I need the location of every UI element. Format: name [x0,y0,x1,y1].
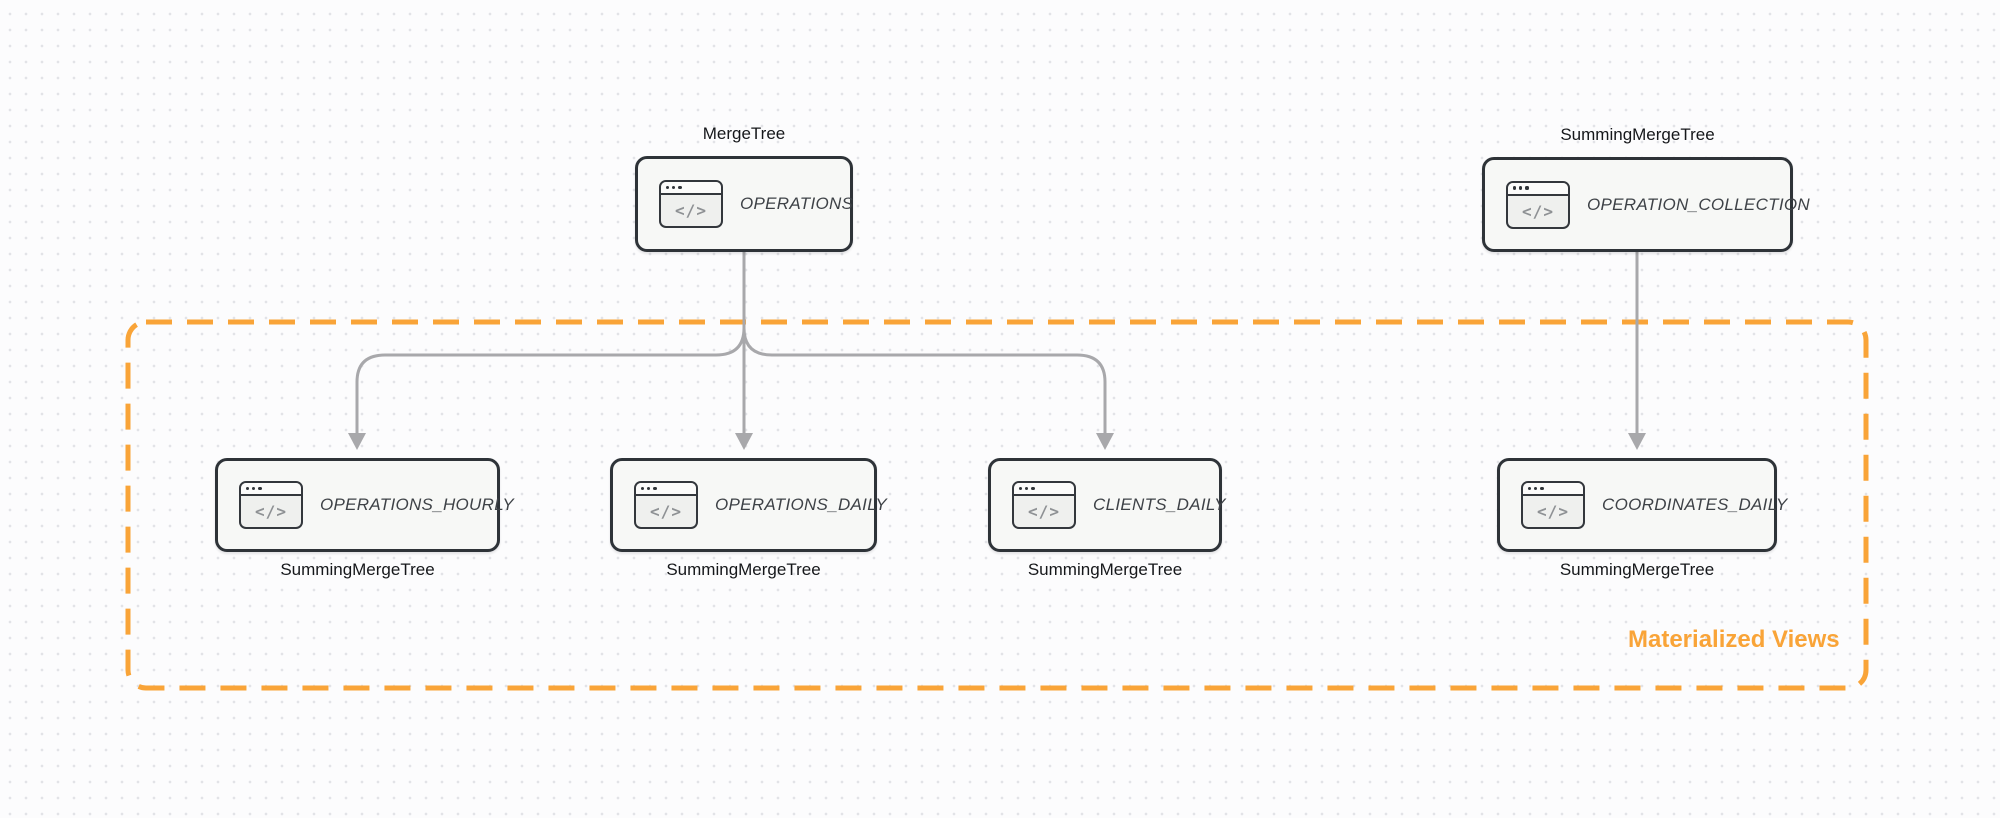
code-window-icon: </> [1012,481,1076,529]
window-titlebar [1508,182,1568,196]
window-titlebar [661,182,721,195]
edge-operations-to-clients-daily [742,326,1107,437]
code-glyph: </> [675,201,707,220]
code-glyph: </> [1537,502,1569,521]
window-dot-icon [252,486,256,491]
window-dot-icon [1019,486,1023,491]
window-dot-icon [678,185,682,190]
window-dot-icon [1519,186,1523,190]
code-window-icon: </> [1506,180,1570,229]
node-title: OPERATION_COLLECTION [1587,194,1810,214]
node-operations: </> OPERATIONS [635,156,853,252]
engine-label-mergetree: MergeTree [702,124,786,143]
window-dot-icon [1534,486,1538,491]
window-titlebar [1523,483,1583,496]
code-glyph: </> [1522,201,1554,221]
code-window-icon: </> [634,481,698,529]
node-operations-daily: </> OPERATIONS_DAILY [610,458,887,552]
window-dot-icon [672,185,676,190]
node-title: OPERATIONS_HOURLY [320,495,515,514]
engine-label-summingmergetree: SummingMergeTree [1560,125,1715,144]
node-title: CLIENTS_DAILY [1093,495,1226,514]
node-operations-hourly: </> OPERATIONS_HOURLY [215,458,514,552]
engine-label-summingmergetree: SummingMergeTree [280,560,435,579]
node-title: OPERATIONS_DAILY [715,495,888,514]
window-dot-icon [246,486,250,491]
code-glyph: </> [650,502,682,521]
materialized-views-label: Materialized Views [1628,626,1840,653]
code-window-icon: </> [239,481,303,529]
window-dot-icon [1031,486,1035,491]
window-dot-icon [1525,186,1529,190]
window-dot-icon [653,486,657,491]
window-titlebar [636,483,696,496]
engine-label-summingmergetree: SummingMergeTree [1027,560,1183,579]
window-dot-icon [1513,186,1517,190]
code-window-icon: </> [659,180,723,228]
code-window-icon: </> [1521,481,1585,529]
window-dot-icon [1025,486,1029,491]
node-operation-collection: </> OPERATION_COLLECTION [1482,157,1810,252]
edge-operations-to-operations-hourly [355,326,746,437]
code-glyph: </> [1028,502,1060,521]
arrowhead-icon [348,433,366,450]
node-coordinates-daily: </> COORDINATES_DAILY [1497,458,1787,552]
window-dot-icon [258,486,262,491]
materialized-views-group-border [125,319,1869,691]
window-titlebar [1014,483,1074,496]
arrowhead-icon [1628,433,1646,450]
window-dot-icon [1528,486,1532,491]
window-dot-icon [666,185,670,190]
arrowhead-icon [1096,433,1114,450]
node-clients-daily: </> CLIENTS_DAILY [988,458,1225,552]
engine-label-summingmergetree: SummingMergeTree [666,560,821,579]
arrowhead-icon [735,433,753,450]
node-title: OPERATIONS [740,194,854,213]
window-titlebar [241,483,301,496]
window-dot-icon [641,486,645,491]
node-title: COORDINATES_DAILY [1602,495,1788,514]
code-glyph: </> [255,502,287,521]
window-dot-icon [1540,486,1544,491]
window-dot-icon [647,486,651,491]
engine-label-summingmergetree: SummingMergeTree [1559,560,1715,579]
